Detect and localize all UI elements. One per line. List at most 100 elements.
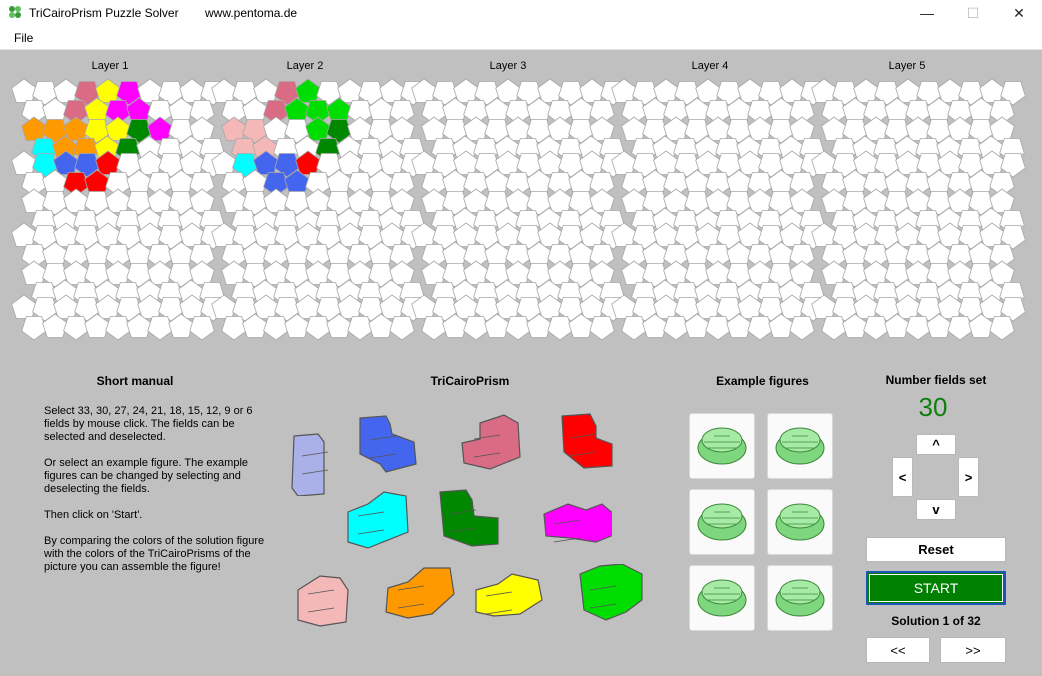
grid-cell[interactable] xyxy=(421,244,447,269)
grid-cell[interactable] xyxy=(947,244,973,269)
grid-cell[interactable] xyxy=(495,294,521,319)
grid-cell[interactable] xyxy=(147,316,173,341)
grid-cell[interactable] xyxy=(453,78,479,103)
grid-cell[interactable] xyxy=(768,313,794,338)
grid-cell[interactable] xyxy=(358,225,384,250)
grid-cell[interactable] xyxy=(632,81,658,106)
grid-cell[interactable] xyxy=(232,297,258,322)
grid-cell[interactable] xyxy=(421,172,447,197)
grid-cell[interactable] xyxy=(989,100,1015,125)
grid-cell[interactable] xyxy=(653,150,679,175)
grid-cell[interactable] xyxy=(21,316,47,341)
grid-cell[interactable] xyxy=(168,263,194,288)
grid-cell[interactable] xyxy=(989,116,1015,141)
grid-cell[interactable] xyxy=(558,297,584,322)
grid-cell[interactable] xyxy=(505,188,531,213)
grid-cell[interactable] xyxy=(505,244,531,269)
grid-cell[interactable] xyxy=(726,119,752,144)
grid-cell[interactable] xyxy=(874,297,900,322)
layer-4-grid[interactable] xyxy=(610,78,828,340)
grid-cell[interactable] xyxy=(432,297,458,322)
grid-cell[interactable] xyxy=(537,150,563,175)
grid-cell[interactable] xyxy=(537,222,563,247)
grid-cell[interactable] xyxy=(326,263,352,288)
grid-cell[interactable] xyxy=(168,313,194,338)
grid-cell[interactable] xyxy=(589,116,615,141)
grid-cell[interactable] xyxy=(263,260,289,285)
grid-cell[interactable] xyxy=(758,225,784,250)
grid-cell[interactable] xyxy=(968,191,994,216)
grid-cell[interactable] xyxy=(705,116,731,141)
grid-cell[interactable] xyxy=(21,260,47,285)
grid-cell[interactable] xyxy=(811,78,837,103)
grid-cell[interactable] xyxy=(789,316,815,341)
grid-cell[interactable] xyxy=(1000,297,1026,322)
grid-cell[interactable] xyxy=(505,316,531,341)
grid-cell[interactable] xyxy=(347,172,373,197)
grid-cell[interactable] xyxy=(189,116,215,141)
grid-cell[interactable] xyxy=(453,150,479,175)
grid-cell[interactable] xyxy=(389,100,415,125)
grid-cell[interactable] xyxy=(821,316,847,341)
grid-cell[interactable] xyxy=(958,225,984,250)
grid-cell[interactable] xyxy=(147,188,173,213)
grid-cell[interactable] xyxy=(379,294,405,319)
grid-cell[interactable] xyxy=(842,119,868,144)
grid-cell[interactable] xyxy=(747,188,773,213)
grid-cell[interactable] xyxy=(695,150,721,175)
grid-cell[interactable] xyxy=(305,260,331,285)
grid-cell[interactable] xyxy=(158,153,184,178)
grid-cell[interactable] xyxy=(347,100,373,125)
menu-file[interactable]: File xyxy=(14,31,34,45)
grid-cell[interactable] xyxy=(463,244,489,269)
grid-cell[interactable] xyxy=(305,172,331,197)
grid-cell[interactable] xyxy=(463,260,489,285)
grid-cell[interactable] xyxy=(884,119,910,144)
grid-cell[interactable] xyxy=(347,116,373,141)
grid-cell[interactable] xyxy=(747,116,773,141)
grid-cell[interactable] xyxy=(168,191,194,216)
grid-cell[interactable] xyxy=(242,263,268,288)
grid-cell[interactable] xyxy=(105,316,131,341)
grid-cell[interactable] xyxy=(337,78,363,103)
grid-cell[interactable] xyxy=(189,244,215,269)
grid-cell[interactable] xyxy=(589,316,615,341)
grid-cell[interactable] xyxy=(337,294,363,319)
layer-2-grid[interactable] xyxy=(210,78,428,340)
grid-cell[interactable] xyxy=(526,191,552,216)
grid-cell[interactable] xyxy=(484,119,510,144)
grid-cell[interactable] xyxy=(95,150,121,175)
grid-cell[interactable] xyxy=(147,116,173,141)
grid-cell[interactable] xyxy=(263,244,289,269)
grid-cell[interactable] xyxy=(842,263,868,288)
grid-cell[interactable] xyxy=(126,119,152,144)
grid-cell[interactable] xyxy=(905,100,931,125)
grid-cell[interactable] xyxy=(1000,153,1026,178)
next-solution-button[interactable]: >> xyxy=(940,637,1006,663)
grid-cell[interactable] xyxy=(137,294,163,319)
grid-cell[interactable] xyxy=(705,100,731,125)
grid-cell[interactable] xyxy=(611,294,637,319)
grid-cell[interactable] xyxy=(863,116,889,141)
grid-cell[interactable] xyxy=(821,100,847,125)
grid-cell[interactable] xyxy=(779,222,805,247)
grid-cell[interactable] xyxy=(642,263,668,288)
example-figure-button[interactable] xyxy=(689,565,755,631)
grid-cell[interactable] xyxy=(768,263,794,288)
grid-cell[interactable] xyxy=(105,188,131,213)
grid-cell[interactable] xyxy=(211,222,237,247)
grid-cell[interactable] xyxy=(558,225,584,250)
grid-cell[interactable] xyxy=(853,150,879,175)
grid-cell[interactable] xyxy=(516,225,542,250)
grid-cell[interactable] xyxy=(926,263,952,288)
grid-cell[interactable] xyxy=(221,188,247,213)
grid-cell[interactable] xyxy=(347,316,373,341)
grid-cell[interactable] xyxy=(863,100,889,125)
grid-cell[interactable] xyxy=(105,260,131,285)
grid-cell[interactable] xyxy=(779,78,805,103)
grid-cell[interactable] xyxy=(937,78,963,103)
grid-cell[interactable] xyxy=(337,150,363,175)
grid-cell[interactable] xyxy=(516,153,542,178)
grid-cell[interactable] xyxy=(621,100,647,125)
grid-cell[interactable] xyxy=(926,119,952,144)
